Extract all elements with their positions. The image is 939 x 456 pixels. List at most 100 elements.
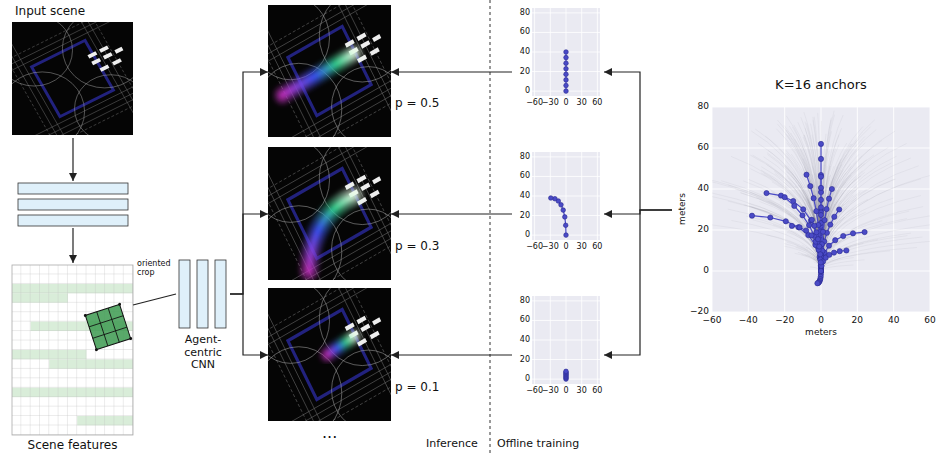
tick-label: −30 bbox=[542, 242, 559, 251]
tick-label: 0 bbox=[818, 315, 824, 325]
grid-line bbox=[748, 107, 749, 312]
node-label: Agent- centric CNN bbox=[184, 334, 222, 372]
trajectory bbox=[821, 199, 868, 271]
anchor-point bbox=[833, 238, 838, 243]
anchor-point bbox=[564, 89, 569, 94]
anchor-plot: 806040200−60−3003060 bbox=[512, 152, 604, 254]
anchor-point bbox=[783, 219, 788, 224]
anchor-point bbox=[828, 222, 833, 227]
anchor-point bbox=[818, 268, 823, 273]
trajectory bbox=[821, 160, 867, 272]
tick-label: −60 bbox=[703, 315, 722, 325]
anchor-point bbox=[804, 172, 809, 177]
anchor-point bbox=[818, 212, 823, 217]
trajectory bbox=[767, 235, 821, 271]
anchor-point bbox=[829, 186, 834, 191]
anchor-point bbox=[818, 268, 823, 273]
trajectory bbox=[755, 129, 821, 271]
grid-line bbox=[534, 152, 535, 240]
grid-line bbox=[550, 8, 551, 96]
anchor-line bbox=[821, 210, 839, 272]
scene-image: Input scene bbox=[12, 22, 133, 135]
trajectory bbox=[821, 146, 860, 271]
anchor-point bbox=[818, 268, 823, 273]
anchor-point bbox=[818, 252, 823, 257]
trajectory bbox=[750, 207, 821, 271]
anchor-point bbox=[818, 268, 823, 273]
trajectory bbox=[821, 172, 852, 271]
anchor-point bbox=[850, 231, 855, 236]
tick-label: 60 bbox=[520, 315, 530, 324]
anchor-point bbox=[818, 268, 823, 273]
ellipsis: ... bbox=[322, 424, 337, 442]
trajectory bbox=[721, 181, 821, 271]
tick-label: 80 bbox=[520, 152, 530, 161]
connector bbox=[133, 294, 176, 305]
cnn-block: Agent- centric CNN bbox=[176, 258, 230, 330]
anchor-point bbox=[564, 50, 569, 55]
anchor-point bbox=[812, 223, 817, 228]
tick-label: −60 bbox=[526, 386, 543, 395]
grid-line bbox=[893, 107, 894, 312]
grid-line bbox=[581, 8, 582, 96]
anchor-point bbox=[809, 233, 814, 238]
tick-label: 40 bbox=[520, 191, 530, 200]
trajectory bbox=[821, 144, 907, 272]
trajectory bbox=[764, 157, 821, 271]
section-label: Inference bbox=[426, 438, 478, 451]
trajectory bbox=[821, 127, 871, 271]
tick-label: 0 bbox=[525, 374, 530, 383]
anchor-point bbox=[808, 184, 813, 189]
trajectory bbox=[821, 240, 878, 272]
tick-label: 60 bbox=[520, 171, 530, 180]
trajectory-fan bbox=[712, 111, 930, 271]
cnn-layers bbox=[18, 183, 128, 226]
anchor-point bbox=[826, 243, 831, 248]
edge-label: oriented crop bbox=[137, 259, 171, 277]
tick-label: 80 bbox=[698, 101, 709, 111]
grid-line bbox=[597, 296, 598, 384]
tick-label: 0 bbox=[703, 265, 709, 275]
trajectory bbox=[789, 126, 821, 271]
plot-background bbox=[532, 8, 600, 96]
anchor-point bbox=[549, 196, 554, 201]
anchor-point bbox=[807, 223, 812, 228]
feature-grid: Scene features bbox=[12, 265, 133, 435]
trajectory bbox=[821, 166, 919, 271]
anchor-plot: K=16 anchors806040200−20−60−40−200204060… bbox=[672, 78, 934, 340]
tick-label: 40 bbox=[698, 183, 709, 193]
connector bbox=[391, 71, 512, 72]
connector bbox=[230, 214, 268, 294]
grid-line bbox=[581, 296, 582, 384]
anchor-line bbox=[821, 189, 832, 271]
trajectory bbox=[791, 144, 821, 271]
tick-label: 20 bbox=[520, 67, 530, 76]
section-label: Offline training bbox=[497, 438, 579, 451]
trajectory bbox=[821, 196, 921, 272]
anchor-point bbox=[817, 244, 822, 249]
anchor-point bbox=[818, 268, 823, 273]
tick-label: 80 bbox=[520, 296, 530, 305]
anchor-point bbox=[808, 218, 813, 223]
trajectory bbox=[712, 195, 821, 271]
connector bbox=[391, 213, 512, 214]
anchor-point bbox=[564, 55, 569, 60]
anchor-point bbox=[564, 233, 569, 238]
prediction-image bbox=[191, 205, 468, 456]
anchor-point bbox=[818, 205, 823, 210]
anchor-line bbox=[767, 193, 822, 271]
prediction-image: p = 0.5 bbox=[268, 5, 391, 137]
tick-label: 30 bbox=[577, 98, 587, 107]
anchor-point bbox=[818, 268, 823, 273]
anchor-point bbox=[818, 268, 823, 273]
trajectory bbox=[821, 140, 858, 271]
tick-label: 0 bbox=[525, 230, 530, 239]
tick-label: 40 bbox=[888, 315, 899, 325]
anchor-point bbox=[800, 213, 805, 218]
tick-label: 60 bbox=[592, 386, 602, 395]
trajectory bbox=[821, 215, 930, 271]
trajectory bbox=[821, 265, 853, 271]
tick-label: 0 bbox=[563, 98, 568, 107]
plot-axes bbox=[702, 107, 939, 312]
